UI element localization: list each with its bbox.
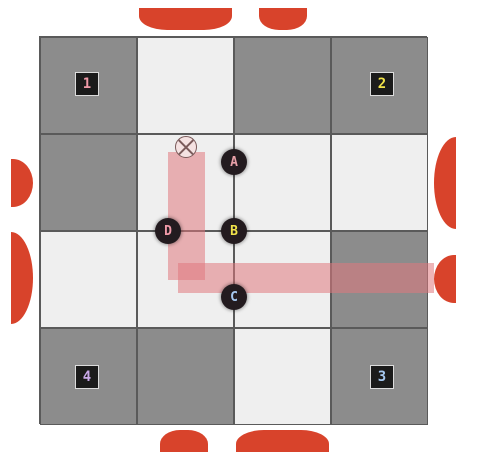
right-bump-top[interactable]	[434, 137, 456, 229]
top-bump-right[interactable]	[259, 8, 307, 30]
token-b-label: B	[230, 223, 238, 239]
corner-label-2-text: 2	[377, 76, 387, 92]
token-a-label: A	[230, 154, 238, 170]
board-cell-r1-c3[interactable]	[234, 37, 331, 134]
path-horizontal	[178, 263, 434, 293]
token-d[interactable]: D	[155, 218, 181, 244]
token-a[interactable]: A	[221, 149, 247, 175]
token-b[interactable]: B	[221, 218, 247, 244]
crosshair-circle-icon[interactable]	[175, 136, 197, 158]
corner-label-3: 3	[370, 365, 394, 389]
left-bump-bottom[interactable]	[11, 232, 33, 324]
corner-label-3-text: 3	[377, 369, 387, 385]
board-cell-r1-c2[interactable]	[137, 37, 234, 134]
bottom-bump-right[interactable]	[236, 430, 329, 452]
board-cell-r2-c4[interactable]	[331, 134, 428, 231]
board-cell-r4-c3[interactable]	[234, 328, 331, 425]
path-vertical	[168, 152, 205, 280]
board-cell-r4-c2[interactable]	[137, 328, 234, 425]
corner-label-4-text: 4	[82, 369, 92, 385]
top-bump-left[interactable]	[139, 8, 232, 30]
right-bump-bottom[interactable]	[434, 255, 456, 303]
left-bump-top[interactable]	[11, 159, 33, 207]
token-c[interactable]: C	[221, 284, 247, 310]
corner-label-2: 2	[370, 72, 394, 96]
corner-label-1-text: 1	[82, 76, 92, 92]
board-cell-r2-c3[interactable]	[234, 134, 331, 231]
corner-label-4: 4	[75, 365, 99, 389]
bottom-bump-left[interactable]	[160, 430, 208, 452]
token-d-label: D	[164, 223, 172, 239]
corner-label-1: 1	[75, 72, 99, 96]
board-cell-r3-c1[interactable]	[40, 231, 137, 328]
board-cell-r2-c1[interactable]	[40, 134, 137, 231]
token-c-label: C	[230, 289, 238, 305]
